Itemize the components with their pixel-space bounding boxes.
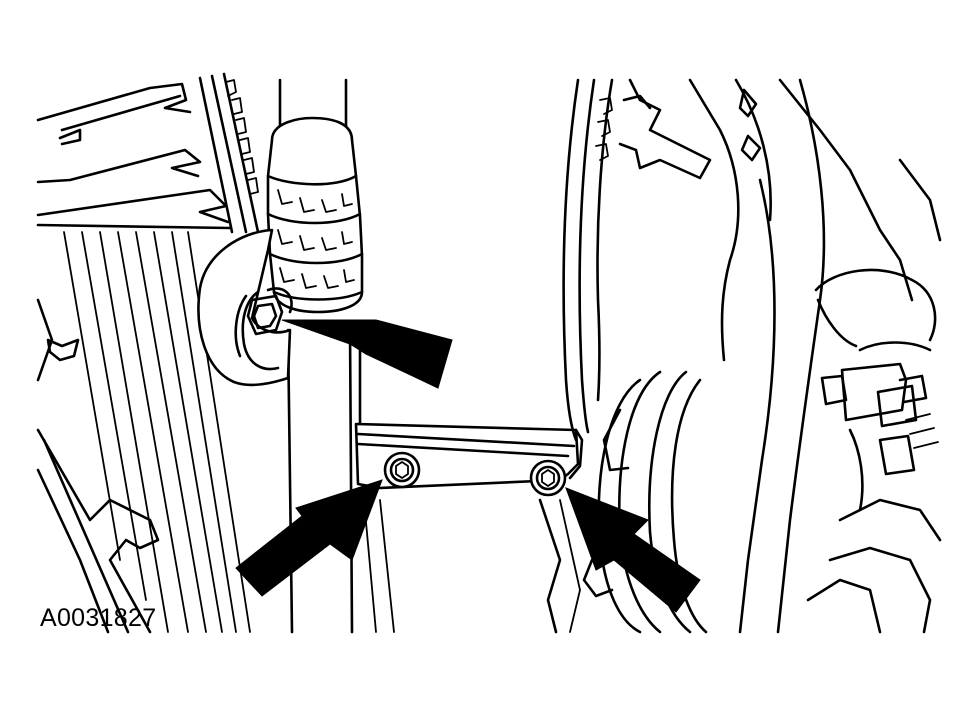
bracket-bolt-left-arrow [235, 479, 383, 597]
bracket-bolt-right-arrow [565, 487, 701, 613]
callout-arrows [235, 319, 701, 613]
bracket-bolt-right [529, 459, 567, 497]
hose-clamp-bolt-arrow [281, 319, 453, 389]
right-frame [562, 78, 712, 442]
upper-right-components [688, 78, 942, 634]
upper-left-housing [36, 72, 260, 234]
figure-id-label: A0031827 [40, 604, 157, 632]
lower-column [363, 498, 581, 634]
hose-clamp-bracket [197, 228, 293, 387]
right-connector [806, 341, 942, 634]
vertical-hose [278, 78, 362, 634]
hose-boot [266, 116, 364, 314]
bracket-bolt-left [383, 451, 421, 489]
left-fin-area [36, 231, 251, 634]
